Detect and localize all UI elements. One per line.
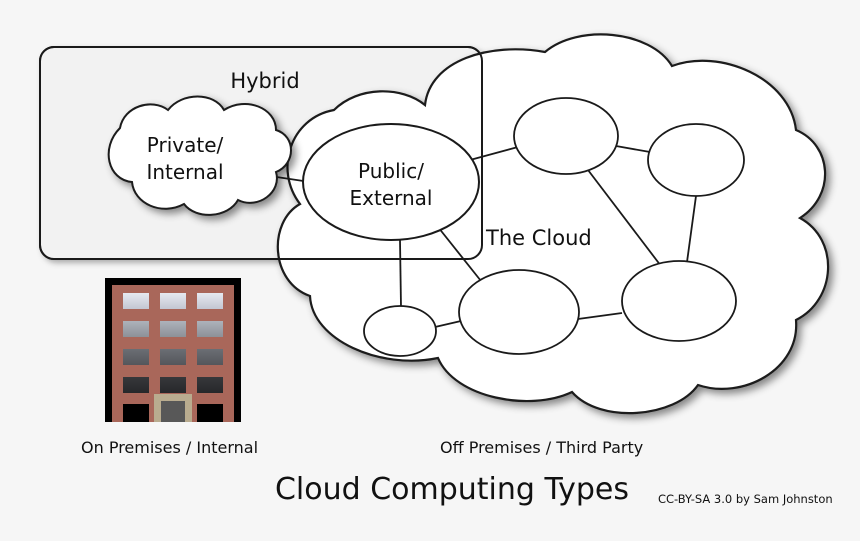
building-window: [197, 377, 223, 393]
diagram-credit: CC-BY-SA 3.0 by Sam Johnston: [658, 492, 833, 506]
connector-node-c-to-node-d: [434, 320, 462, 328]
on-premises-building-icon: [105, 278, 241, 422]
building-window: [197, 321, 223, 337]
cloud-connector-lines: [242, 145, 697, 328]
the-cloud-zone-label: The Cloud: [485, 226, 592, 250]
cloud-node-e: [621, 260, 737, 342]
connector-node-a-to-node-b: [615, 145, 651, 153]
diagram-title: Cloud Computing Types: [275, 472, 629, 507]
connector-public-to-node-a: [469, 146, 519, 161]
public-external-label-line2: External: [350, 186, 433, 210]
connector-node-d-to-node-e: [577, 312, 623, 320]
building-window: [197, 349, 223, 365]
building-door: [161, 401, 185, 422]
hybrid-zone-label: Hybrid: [230, 69, 299, 93]
building-window: [197, 404, 223, 422]
hybrid-zone-outline-overlay: [39, 46, 483, 260]
private-internal-label-group: Private/ Internal: [146, 133, 223, 184]
public-external-ellipse: [302, 123, 480, 241]
building-window: [160, 321, 186, 337]
building-window: [123, 377, 149, 393]
building-window: [160, 293, 186, 309]
public-external-label-line1: Public/: [358, 159, 424, 183]
building-window: [123, 349, 149, 365]
connector-node-a-to-node-e: [587, 169, 662, 267]
cloud-node-b: [647, 123, 745, 197]
public-external-node-group: Public/ External: [302, 123, 480, 241]
building-window: [197, 293, 223, 309]
connector-node-b-to-node-e: [686, 195, 697, 263]
building-window: [160, 349, 186, 365]
private-internal-label-line1: Private/: [147, 133, 224, 157]
private-internal-node-group: [107, 95, 292, 216]
hybrid-zone-outline-top-right: [39, 46, 483, 260]
on-premises-caption: On Premises / Internal: [81, 438, 258, 457]
private-internal-cloud-shape: [107, 95, 292, 216]
building-window: [123, 293, 149, 309]
building-window: [123, 321, 149, 337]
cloud-node-c: [363, 305, 437, 357]
cloud-node-d: [458, 269, 580, 355]
connector-public-to-node-d: [437, 226, 482, 282]
connector-public-to-node-c: [399, 239, 402, 308]
off-premises-caption: Off Premises / Third Party: [440, 438, 643, 457]
building-window: [160, 377, 186, 393]
private-internal-label-line2: Internal: [146, 160, 223, 184]
cloud-nodes-group: [363, 97, 745, 357]
building-window: [123, 404, 149, 422]
cloud-node-a: [513, 97, 619, 175]
